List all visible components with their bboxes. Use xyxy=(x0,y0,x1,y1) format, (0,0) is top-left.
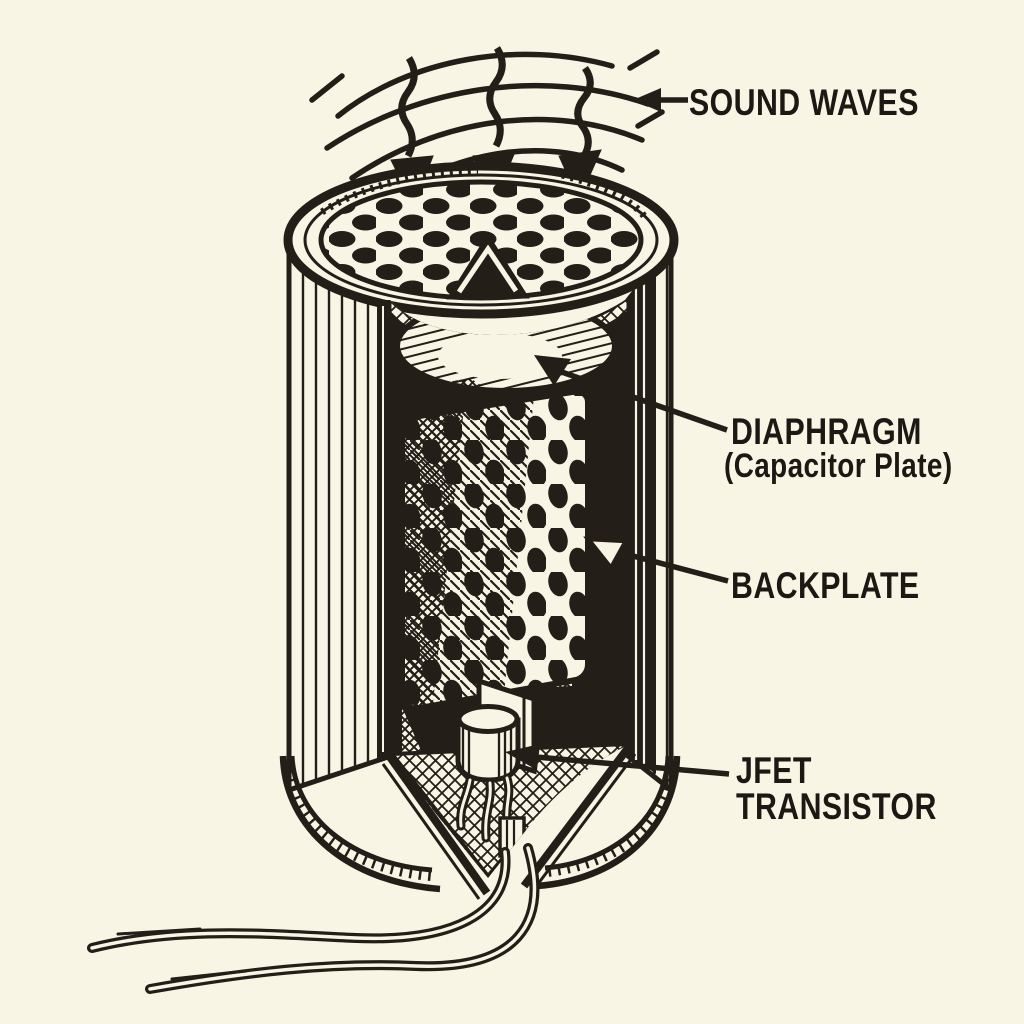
backplate-plate xyxy=(399,388,591,712)
jfet-arrow xyxy=(505,744,730,777)
sound-waves-arrow xyxy=(633,88,688,112)
label-leaders xyxy=(505,88,730,777)
label-jfet-transistor: JFET TRANSISTOR xyxy=(736,750,937,827)
top-grille xyxy=(283,161,679,319)
label-capacitor-plate: (Capacitor Plate) xyxy=(724,447,953,485)
output-wires xyxy=(87,843,540,994)
label-diaphragm: DIAPHRAGM xyxy=(731,411,922,452)
jfet-transistor xyxy=(455,677,537,858)
label-jfet-line1: JFET xyxy=(736,750,812,791)
mic-base xyxy=(279,755,681,893)
backplate-arrow xyxy=(583,536,729,584)
diaphragm-arrow xyxy=(534,355,728,433)
label-sound-waves: SOUND WAVES xyxy=(689,82,919,123)
label-jfet-line2: TRANSISTOR xyxy=(736,786,937,827)
cutaway-edges xyxy=(377,300,637,900)
label-backplate: BACKPLATE xyxy=(731,565,920,606)
